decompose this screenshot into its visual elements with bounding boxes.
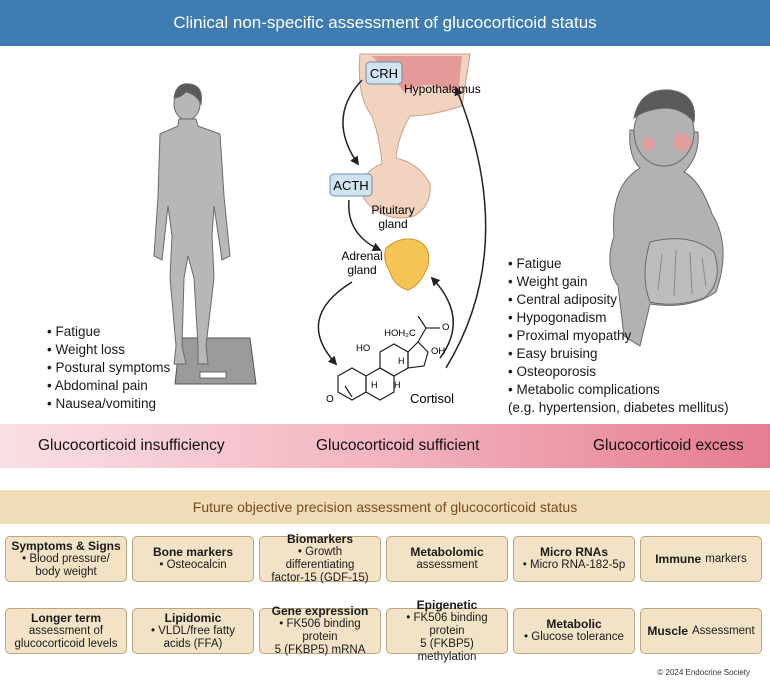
card-body: • Growth differentiating factor-15 (GDF-… <box>271 546 369 584</box>
acth-label: ACTH <box>333 178 368 193</box>
list-item: Weight loss <box>47 341 170 359</box>
acth-box: ACTH <box>329 173 373 197</box>
card-biomarkers: Biomarkers • Growth differentiating fact… <box>259 532 381 584</box>
card-gene-expression: Gene expression • FK506 binding protein … <box>259 604 381 656</box>
card-body: • Micro RNA-182-5p <box>522 559 626 571</box>
cortisol-label: Cortisol <box>410 391 454 406</box>
list-item: Hypogonadism <box>508 309 729 327</box>
list-item: Central adiposity <box>508 291 729 309</box>
card-title: Symptoms & Signs <box>11 538 121 553</box>
card-title: Lipidomic <box>164 610 222 625</box>
card-body: • FK506 binding protein 5 (FKBP5) methyl… <box>406 611 488 663</box>
card-body: assessment of glucocorticoid levels <box>14 624 118 650</box>
spectrum-label-insufficiency: Glucocorticoid insufficiency <box>38 437 225 454</box>
copyright-notice: © 2024 Endocrine Society <box>657 668 750 677</box>
spectrum-label-sufficient: Glucocorticoid sufficient <box>316 437 480 454</box>
card-epigenetic: Epigenetic • FK506 binding protein 5 (FK… <box>386 598 508 663</box>
future-assessment-title: Future objective precision assessment of… <box>192 499 578 515</box>
card-title: Epigenetic <box>416 597 478 612</box>
card-lipidomic: Lipidomic • VLDL/free fatty acids (FFA) <box>132 608 254 654</box>
card-title: Metabolomic <box>410 545 484 559</box>
adrenal-label-line1: Adrenal <box>341 249 382 263</box>
card-metabolic: Metabolic • Glucose tolerance <box>513 608 635 654</box>
card-title: Longer term <box>30 610 101 625</box>
molecule-ring-o-label: O <box>326 394 334 405</box>
pituitary-label-line2: gland <box>378 217 407 231</box>
insufficiency-symptom-list: Fatigue Weight loss Postural symptoms Ab… <box>47 323 171 413</box>
card-metabolomic: Metabolomic assessment <box>386 536 508 582</box>
card-micro-rnas: Micro RNAs • Micro RNA-182-5p <box>513 536 635 582</box>
cortisol-feedback-arrow-hypothalamus <box>445 86 487 369</box>
list-item: Postural symptoms <box>47 359 170 377</box>
card-title: Metabolic <box>546 617 602 631</box>
card-title: Bone markers <box>152 545 234 559</box>
card-title: Immune <box>655 551 702 566</box>
card-body: • FK506 binding protein 5 (FKBP5) mRNA <box>274 618 366 656</box>
list-item: Fatigue <box>508 255 729 273</box>
card-body: • Blood pressure/ body weight <box>22 552 110 578</box>
molecule-h1-label: H <box>398 356 405 366</box>
card-muscle-assessment: Muscle Assessment <box>640 608 762 654</box>
list-item-note: (e.g. hypertension, diabetes mellitus) <box>508 400 729 415</box>
card-immune-markers: Immune markers <box>640 536 762 582</box>
list-item: Metabolic complications <box>508 381 729 399</box>
card-title: Micro RNAs <box>539 545 608 559</box>
acth-adrenal-arrow <box>348 199 382 252</box>
adrenal-cortisol-arrow <box>317 281 353 366</box>
spectrum-label-excess: Glucocorticoid excess <box>593 437 744 454</box>
list-item: Easy bruising <box>508 345 729 363</box>
card-body: Assessment <box>692 624 755 637</box>
clinical-figure: CRH Hypothalamus ACTH Pituitary gland Ad… <box>0 46 770 424</box>
adrenal-label-line2: gland <box>347 263 376 277</box>
card-body: • VLDL/free fatty acids (FFA) <box>151 624 235 650</box>
molecule-h2-label: H <box>371 380 378 390</box>
hypothalamus-label: Hypothalamus <box>404 82 481 96</box>
cortisol-molecule-icon <box>337 315 440 401</box>
list-item: Osteoporosis <box>508 363 729 381</box>
list-item: Nausea/vomiting <box>47 395 170 413</box>
list-item: Weight gain <box>508 273 729 291</box>
molecule-oh-label: OH <box>431 346 445 357</box>
card-title: Gene expression <box>271 604 369 618</box>
card-body: assessment <box>416 559 478 571</box>
card-body: • Glucose tolerance <box>524 631 624 643</box>
list-item: Proximal myopathy <box>508 327 729 345</box>
pituitary-label-line1: Pituitary <box>371 203 414 217</box>
molecule-h3-label: H <box>394 380 401 390</box>
molecule-ketone-label: O <box>442 322 449 333</box>
molecule-hoh2c-label: HOH₂C <box>384 328 416 339</box>
card-longer-term: Longer term assessment of glucocorticoid… <box>5 608 127 654</box>
card-title: Muscle <box>647 623 689 638</box>
list-item: Abdominal pain <box>47 377 170 395</box>
page-title: Clinical non-specific assessment of gluc… <box>173 13 597 32</box>
cortisol-feedback-arrow-adrenal <box>430 276 454 359</box>
card-bone-markers: Bone markers • Osteocalcin <box>132 536 254 582</box>
list-item: Fatigue <box>47 323 170 341</box>
future-assessment-banner: Future objective precision assessment of… <box>0 490 770 524</box>
thin-person-on-scale-icon <box>153 83 257 385</box>
crh-box: CRH <box>365 61 403 85</box>
card-symptoms-signs: Symptoms & Signs • Blood pressure/ body … <box>5 536 127 582</box>
molecule-ho-label: HO <box>356 343 370 354</box>
card-body: • Osteocalcin <box>159 559 227 571</box>
adrenal-gland-icon <box>384 238 430 291</box>
card-title: Biomarkers <box>286 532 354 546</box>
excess-symptom-list: Fatigue Weight gain Central adiposity Hy… <box>508 255 729 417</box>
top-banner: Clinical non-specific assessment of gluc… <box>0 0 770 46</box>
crh-acth-arrow <box>342 79 363 166</box>
card-body: markers <box>705 552 747 565</box>
crh-label: CRH <box>370 66 398 81</box>
glucocorticoid-spectrum-bar: Glucocorticoid insufficiency Glucocortic… <box>0 424 770 468</box>
